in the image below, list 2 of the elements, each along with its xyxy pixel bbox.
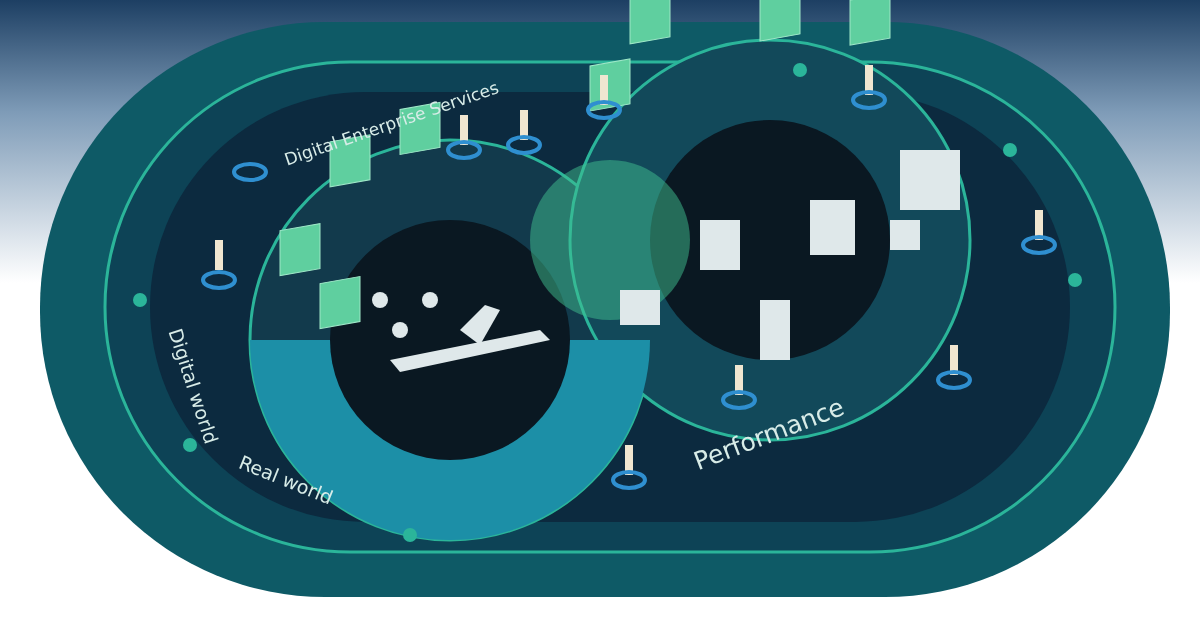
band-label: Digital world	[164, 325, 223, 447]
band-label: Real world	[235, 450, 337, 509]
